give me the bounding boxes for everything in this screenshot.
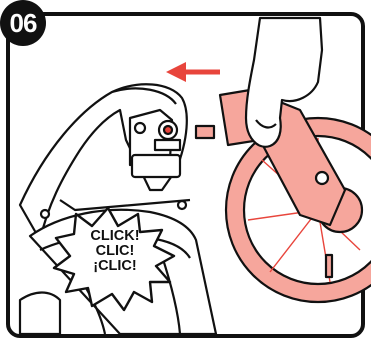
callout-line-english: CLICK! [70,229,160,244]
step-number-badge: 06 [0,0,46,46]
callout-line-spanish: ¡CLIC! [70,259,160,274]
click-callout-text: CLICK! CLIC! ¡CLIC! [70,229,160,274]
callout-line-french: CLIC! [70,244,160,259]
